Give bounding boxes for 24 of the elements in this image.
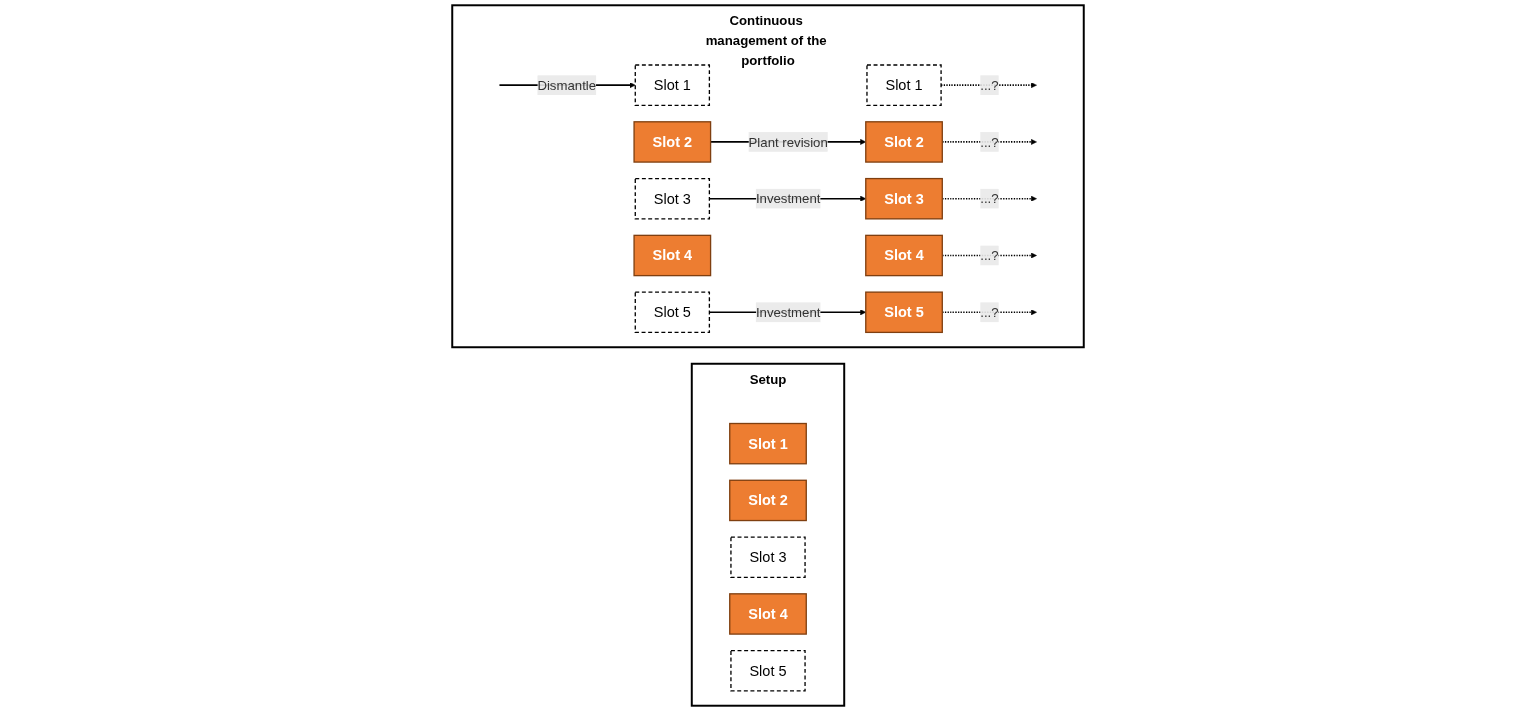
edge-label: ...? (980, 305, 999, 320)
node-box: Slot 5 (865, 291, 943, 334)
node-box: Slot 3 (634, 177, 711, 220)
edge-label: ...? (980, 248, 999, 263)
edge-label: Plant revision (748, 134, 828, 150)
edge-label: ...? (980, 191, 999, 206)
node-box: Slot 3 (730, 536, 806, 578)
node-box: Slot 2 (633, 121, 712, 163)
node-box: Slot 2 (865, 121, 943, 163)
node-box: Slot 5 (730, 649, 806, 692)
node-box: Slot 1 (634, 64, 711, 106)
node-box: Slot 4 (729, 593, 807, 635)
node-box: Slot 1 (866, 64, 942, 106)
edge-label: ...? (980, 134, 999, 150)
edge-label: Investment (755, 191, 821, 206)
edge-label: ...? (980, 77, 999, 93)
edge-label: Dismantle (537, 77, 597, 93)
edge-label: Investment (755, 305, 821, 320)
node-box: Slot 3 (865, 177, 943, 220)
node-box: Slot 2 (729, 479, 807, 522)
node-box: Slot 4 (865, 234, 943, 277)
node-box: Slot 4 (633, 234, 712, 277)
node-box: Slot 5 (634, 291, 711, 334)
node-box: Slot 1 (729, 422, 807, 465)
